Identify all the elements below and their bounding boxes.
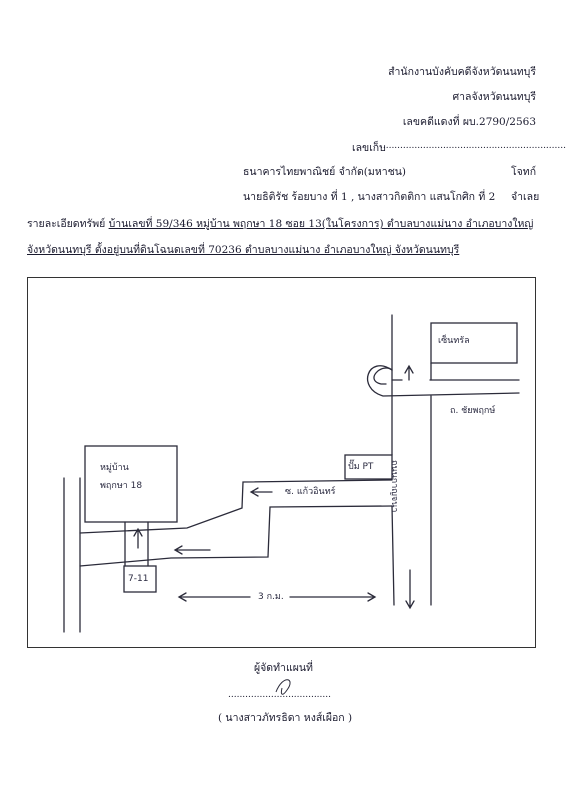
- signer-title: ผู้จัดทำแผนที่: [254, 662, 313, 674]
- storage-label: เลขเก็บ: [352, 142, 386, 154]
- road-chaiyaphruek-lower: [366, 365, 520, 397]
- case-number: เลขคดีแดงที่ ผบ.2790/2563: [402, 116, 536, 128]
- arrow-down: [405, 569, 415, 610]
- office-name: สำนักงานบังคับคดีจังหวัดนนทบุรี: [388, 66, 536, 78]
- signature-dots: ....................................: [228, 690, 331, 700]
- plaintiff-role: โจทก์: [511, 166, 537, 178]
- defendant-role: จำเลย: [511, 191, 540, 203]
- arrow-left-soi-2: [173, 545, 211, 555]
- soi-lower: [79, 505, 393, 567]
- gas-station-box: [344, 454, 393, 480]
- property-line-2: จังหวัดนนทบุรี ตั้งอยู่บนที่ดินโฉนดเลขที…: [27, 244, 460, 256]
- central-building: [430, 322, 518, 364]
- label-soi: ซ. แก้วอินทร์: [285, 487, 336, 497]
- label-distance: 3 ก.ม.: [258, 592, 284, 602]
- soi-upper: [79, 479, 393, 534]
- property-prefix: รายละเอียดทรัพย์: [27, 218, 106, 230]
- defendant-names: นายธิติรัช ร้อยบาง ที่ 1 , นางสาวกิตติกา…: [243, 191, 496, 203]
- label-central: เซ็นทรัล: [438, 336, 470, 346]
- arrow-up-village: [133, 527, 143, 549]
- property-address: บ้านเลขที่ 59/346 หมู่บ้าน พฤกษา 18 ซอย …: [108, 218, 534, 230]
- u-turn-inner: [373, 367, 393, 385]
- property-line-1: รายละเอียดทรัพย์ บ้านเลขที่ 59/346 หมู่บ…: [27, 218, 533, 231]
- label-road-kanchana: ถนนกาญจนา: [389, 460, 399, 513]
- signer-name: ( นางสาวภัทรธิดา หงส์เผือก ): [218, 712, 353, 724]
- arrow-up: [404, 364, 414, 381]
- arrow-left-soi: [249, 487, 273, 497]
- village-entrance: [124, 521, 149, 567]
- storage-dots: ........................................…: [380, 141, 566, 151]
- court-name: ศาลจังหวัดนนทบุรี: [452, 91, 537, 103]
- map-frame: [27, 277, 536, 648]
- village-box: [84, 445, 178, 523]
- label-store: 7-11: [128, 574, 149, 584]
- road-kanchana-left: [391, 314, 395, 606]
- plaintiff-name: ธนาคารไทยพาณิชย์ จำกัด(มหาชน): [243, 166, 407, 178]
- road-left-vertical: [63, 477, 81, 633]
- label-village-2: พฤกษา 18: [100, 481, 143, 491]
- label-gas-station: ปั๊ม PT: [348, 462, 374, 472]
- store-box: [123, 565, 157, 593]
- distance-arrowheads: [177, 592, 377, 602]
- label-village-1: หมู่บ้าน: [100, 463, 129, 473]
- label-road-chaiyaphruek: ถ. ชัยพฤกษ์: [450, 406, 496, 416]
